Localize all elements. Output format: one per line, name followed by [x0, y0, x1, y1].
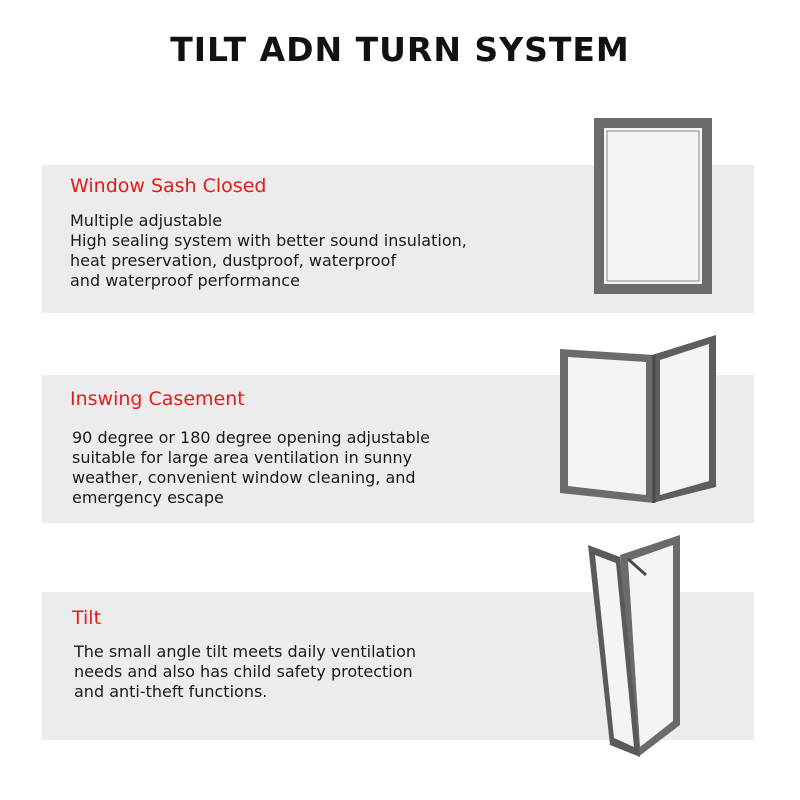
open-casement-window-icon [560, 335, 716, 503]
section-heading-tilt: Tilt [72, 607, 102, 629]
closed-window-icon [594, 118, 712, 294]
section-heading-window-sash-closed: Window Sash Closed [70, 175, 267, 197]
tilted-window-icon [588, 535, 680, 757]
section-body-window-sash-closed: Multiple adjustable High sealing system … [70, 211, 467, 290]
section-body-tilt: The small angle tilt meets daily ventila… [74, 642, 416, 701]
section-heading-inswing-casement: Inswing Casement [70, 388, 245, 410]
page-title: TILT ADN TURN SYSTEM [170, 30, 630, 69]
section-body-inswing-casement: 90 degree or 180 degree opening adjustab… [72, 428, 430, 507]
